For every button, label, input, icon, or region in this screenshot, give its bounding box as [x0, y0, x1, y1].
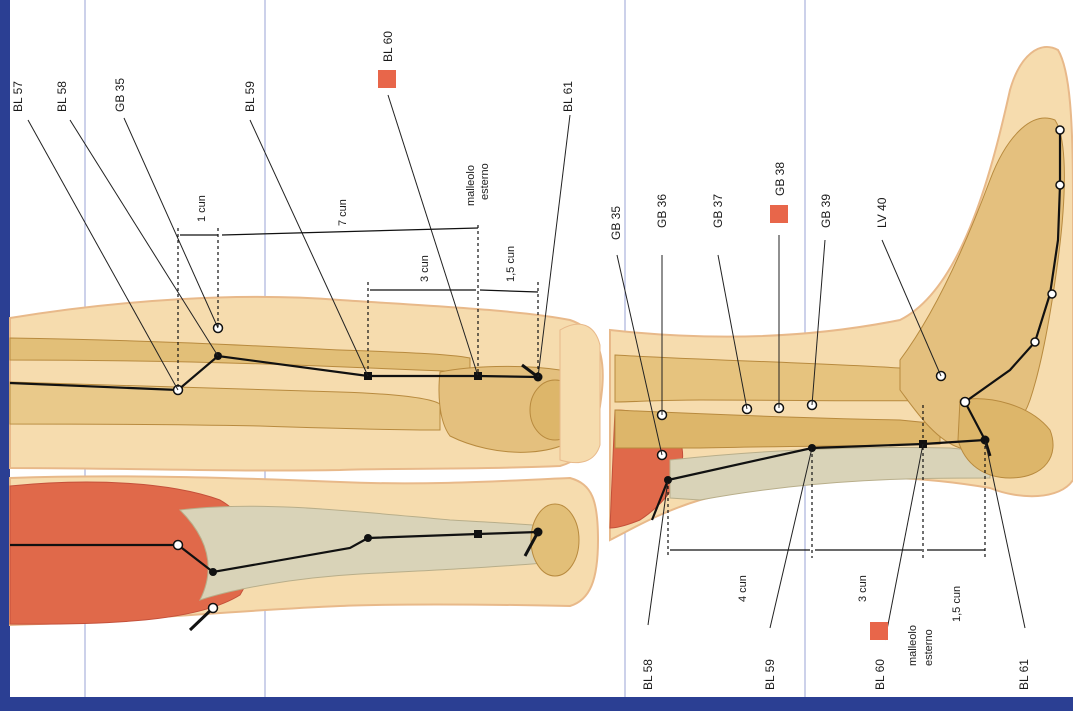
label-gb35-bottom: GB 35 — [609, 206, 623, 240]
point-mid-4 — [364, 534, 372, 542]
leader-lines — [27, 94, 1026, 641]
point-foot-1 — [1030, 337, 1040, 347]
point-ankle-bottom — [959, 396, 971, 408]
label-bl59-bottom: BL 59 — [763, 659, 777, 690]
label-malleolo-top: malleolo — [465, 165, 477, 206]
middle-meridian-tail-2 — [188, 606, 215, 632]
point-mid-5 — [474, 530, 482, 538]
label-bl58-bottom: BL 58 — [641, 659, 655, 690]
label-bl59-top: BL 59 — [243, 81, 257, 112]
gb38-marker-square-bottom — [770, 205, 788, 223]
label-gb36-bottom: GB 36 — [655, 194, 669, 228]
bottom-meridian — [650, 130, 1062, 521]
point-mid-6 — [533, 527, 543, 537]
point-mid-2 — [209, 568, 217, 576]
label-3-cun-top: 3 cun — [419, 255, 431, 282]
point-foot-4 — [1055, 125, 1065, 135]
label-1-5-cun-bottom: 1,5 cun — [951, 586, 963, 622]
middle-meridian-tail — [523, 531, 540, 557]
label-malleolo-bottom: malleolo — [907, 625, 919, 666]
achilles-tendon — [669, 447, 991, 501]
achilles-tendon — [178, 505, 576, 601]
label-7-cun-top: 7 cun — [337, 199, 349, 226]
label-esterno-bottom: esterno — [923, 629, 935, 666]
bottom-frame-bar — [0, 697, 1073, 711]
label-gb37-bottom: GB 37 — [711, 194, 725, 228]
top-meridian — [9, 354, 539, 392]
bottom-labels: GB 35 GB 36 GB 37 GB 38 GB 39 LV 40 BL 5… — [609, 162, 1031, 690]
bottom-foot-view — [609, 45, 1073, 542]
point-mid-3 — [207, 602, 219, 614]
label-bl60-top: BL 60 — [381, 31, 395, 62]
foot-bones — [899, 117, 1065, 449]
point-foot-3 — [1055, 180, 1065, 190]
label-gb35-top: GB 35 — [113, 78, 127, 112]
point-mid-1 — [172, 539, 184, 551]
label-esterno-top: esterno — [479, 163, 491, 200]
label-1-cun-top: 1 cun — [196, 195, 208, 222]
label-bl61-bottom: BL 61 — [1017, 659, 1031, 690]
bl60-marker-square-bottom — [870, 622, 888, 640]
middle-leg-muscle-view — [9, 475, 600, 627]
calcaneus-bone — [957, 398, 1054, 479]
label-1-5-cun-top: 1,5 cun — [505, 246, 517, 282]
tibia-bone — [9, 381, 441, 431]
top-leg-bone-view — [9, 295, 604, 472]
label-lv40-bottom: LV 40 — [875, 197, 889, 228]
label-gb38-bottom: GB 38 — [773, 162, 787, 196]
label-bl57-top: BL 57 — [11, 81, 25, 112]
label-3-cun-bottom: 3 cun — [857, 575, 869, 602]
label-4-cun-bottom: 4 cun — [737, 575, 749, 602]
label-gb39-bottom: GB 39 — [819, 194, 833, 228]
top-labels: BL 57 BL 58 GB 35 BL 59 BL 60 BL 61 1 cu… — [11, 31, 575, 282]
bl60-marker-square-top — [378, 70, 396, 88]
label-bl61-top: BL 61 — [561, 81, 575, 112]
label-bl58-top: BL 58 — [55, 81, 69, 112]
heel-skin — [559, 323, 601, 464]
measurement-lines — [177, 225, 986, 558]
left-frame-bar — [0, 0, 10, 711]
label-bl60-bottom: BL 60 — [873, 659, 887, 690]
point-foot-2 — [1047, 289, 1057, 299]
heel-bone — [530, 503, 580, 577]
